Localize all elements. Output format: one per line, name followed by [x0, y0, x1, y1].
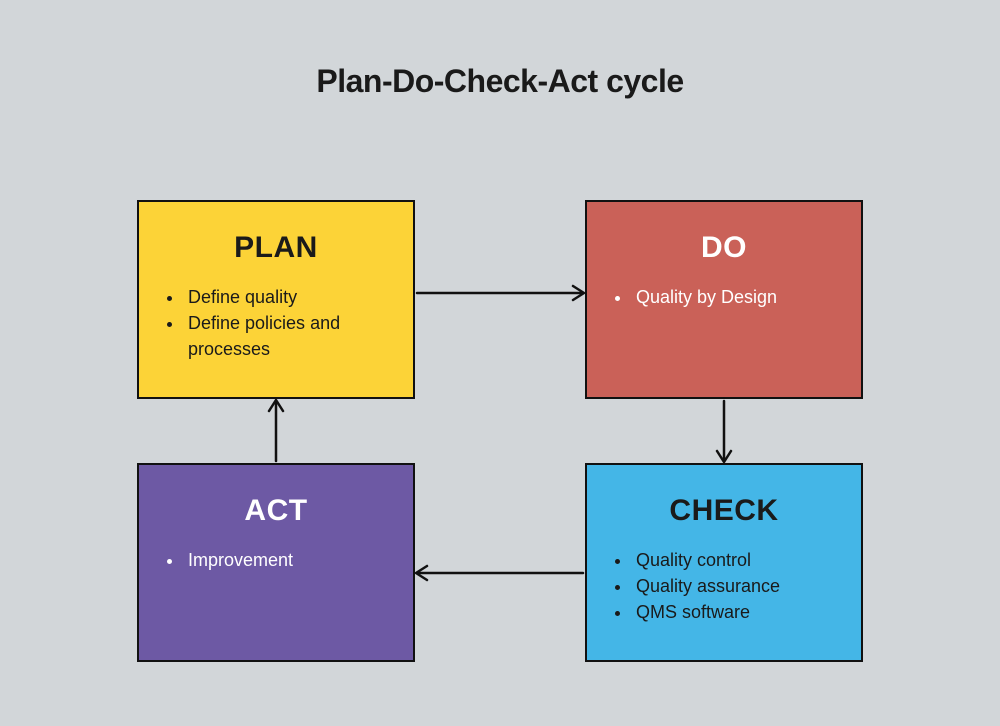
list-item: Quality control: [632, 547, 835, 573]
list-item: Define quality: [184, 284, 387, 310]
diagram-title: Plan-Do-Check-Act cycle: [316, 63, 684, 99]
arrow-do-to-check-icon: [715, 399, 733, 464]
do-bullet-list: Quality by Design: [587, 284, 861, 310]
arrow-check-to-act-icon: [414, 564, 585, 582]
list-item: QMS software: [632, 599, 835, 625]
act-box: ACT Improvement: [137, 463, 415, 662]
act-bullet-list: Improvement: [139, 547, 413, 573]
list-item: Quality assurance: [632, 573, 835, 599]
list-item: Define policies and processes: [184, 310, 387, 362]
check-box-title: CHECK: [669, 494, 779, 527]
list-item: Improvement: [184, 547, 387, 573]
check-bullet-list: Quality control Quality assurance QMS so…: [587, 547, 861, 625]
list-item: Quality by Design: [632, 284, 835, 310]
plan-box-title: PLAN: [234, 231, 318, 264]
plan-bullet-list: Define quality Define policies and proce…: [139, 284, 413, 362]
plan-box: PLAN Define quality Define policies and …: [137, 200, 415, 399]
do-box: DO Quality by Design: [585, 200, 863, 399]
do-box-title: DO: [701, 231, 747, 264]
act-box-title: ACT: [244, 494, 308, 527]
arrow-act-to-plan-icon: [267, 398, 285, 463]
arrow-plan-to-do-icon: [415, 284, 586, 302]
check-box: CHECK Quality control Quality assurance …: [585, 463, 863, 662]
